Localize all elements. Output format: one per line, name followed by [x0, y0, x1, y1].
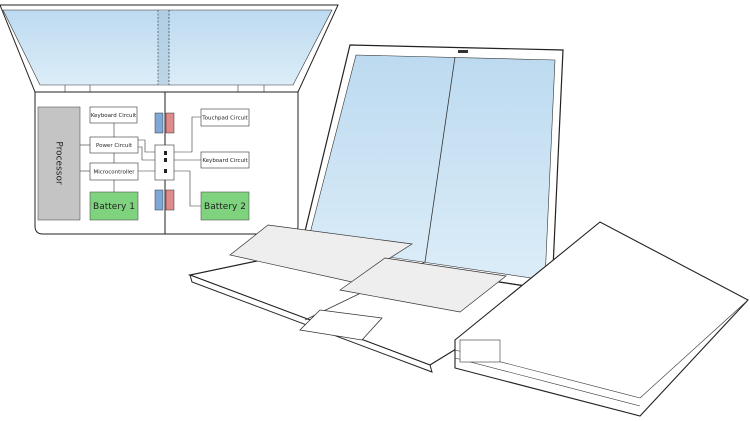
microcontroller-box — [89, 162, 139, 181]
microcontroller-label: Microcontroller — [93, 170, 135, 176]
power-circuit-box — [89, 136, 139, 154]
hinge-connector — [154, 144, 175, 181]
folded-hinge — [459, 339, 501, 363]
battery-2-label: Battery 2 — [204, 202, 246, 212]
power-circuit-label: Power Circuit — [96, 143, 133, 149]
open-laptop-illustration — [187, 44, 749, 417]
touchpad — [299, 309, 383, 341]
battery-1-box — [89, 191, 139, 221]
screen-fold-line — [424, 56, 456, 263]
battery-2-box — [200, 191, 250, 221]
keyboard-right — [339, 257, 507, 313]
keyboard-circuit-2-label: Keyboard Circuit — [202, 158, 248, 164]
touchpad-circuit-box — [200, 108, 250, 127]
battery-1-label: Battery 1 — [93, 202, 135, 212]
processor-block — [37, 106, 81, 221]
keyboard-circuit-2-box — [200, 151, 250, 169]
magnet-blue-bottom — [154, 189, 164, 211]
magnet-red-top — [165, 112, 175, 134]
folded-laptop — [454, 221, 749, 417]
keyboard-circuit-1-label: Keyboard Circuit — [91, 113, 137, 119]
touchpad-circuit-label: Touchpad Circuit — [201, 116, 248, 122]
magnet-blue-top — [154, 112, 164, 134]
keyboard-circuit-1-box — [89, 106, 138, 124]
magnet-red-bottom — [165, 189, 175, 211]
processor-label: Processor — [54, 141, 64, 185]
schematic-laptop: Processor Keyboard Circuit Power Circuit… — [0, 4, 339, 235]
hinge-fold-zone — [158, 10, 169, 85]
